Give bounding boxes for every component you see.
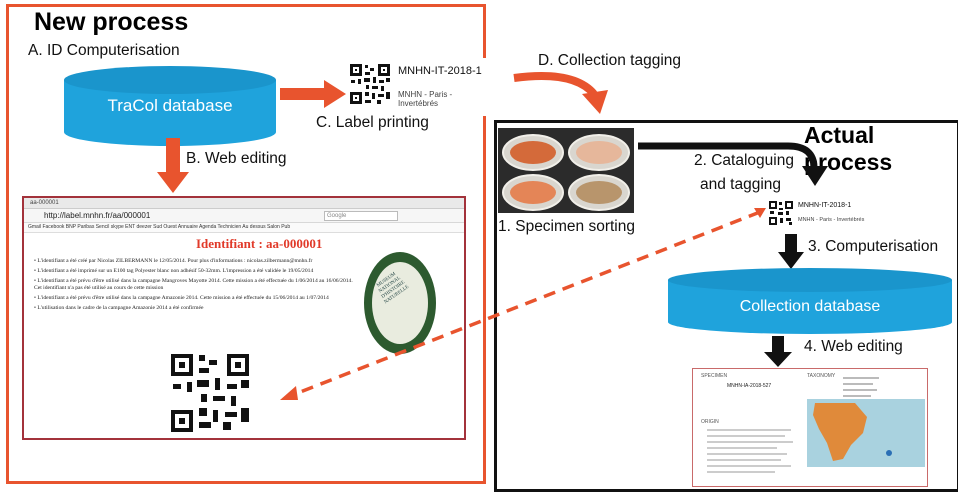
location-map[interactable] bbox=[807, 399, 925, 467]
history-item: • L'identifiant a été prévu d'être utili… bbox=[34, 278, 353, 291]
identifiant-heading: Identifiant : aa-000001 bbox=[196, 236, 323, 251]
history-item: • L'identifiant a été imprimé sur un E10… bbox=[34, 268, 314, 274]
web-page-screenshot: aa-000001 http://label.mnhn.fr/aa/000001… bbox=[22, 196, 466, 440]
step-4-label: 4. Web editing bbox=[804, 338, 903, 355]
step-b-label: B. Web editing bbox=[186, 150, 287, 167]
tracol-database-label: TraCol database bbox=[107, 96, 233, 115]
browser-url[interactable]: http://label.mnhn.fr/aa/000001 bbox=[44, 211, 151, 220]
origin-header: ORIGIN bbox=[701, 419, 719, 425]
history-item: • L'identifiant a été créé par Nicolas Z… bbox=[34, 258, 313, 264]
step-c-label: C. Label printing bbox=[316, 114, 429, 131]
history-item: • L'identifiant a été prévu d'être utili… bbox=[34, 295, 329, 301]
history-item: • L'utilisation dans le cadre de la camp… bbox=[34, 305, 204, 311]
browser-search-box[interactable]: Google bbox=[324, 211, 398, 221]
small-printed-label: MNHN-IT-2018-1 MNHN - Paris - Invertébré… bbox=[766, 196, 872, 232]
qr-code-icon bbox=[348, 62, 392, 106]
arrow-cataloguing bbox=[638, 142, 828, 186]
small-qr-code-icon bbox=[768, 200, 794, 226]
new-process-frame bbox=[6, 4, 486, 484]
arrow-computerisation bbox=[778, 234, 804, 269]
browser-url-bar[interactable]: http://label.mnhn.fr/aa/000001 Google bbox=[24, 209, 464, 223]
arrow-collection-tagging bbox=[513, 72, 608, 114]
identifier-history-list: • L'identifiant a été créé par Nicolas Z… bbox=[34, 258, 354, 315]
dashed-link-arrow bbox=[280, 208, 766, 400]
new-process-title: New process bbox=[34, 8, 189, 36]
small-label-id-text: MNHN-IT-2018-1 bbox=[798, 202, 852, 209]
actual-process-title: Actual process bbox=[804, 122, 893, 175]
catalog-id: MNHN-IA-2018-527 bbox=[727, 383, 772, 389]
specimen-header: SPECIMEN bbox=[701, 373, 728, 379]
collection-database-label: Collection database bbox=[739, 298, 881, 315]
step-2-label-line2: and tagging bbox=[700, 176, 782, 193]
tracol-database-cylinder bbox=[64, 66, 276, 146]
page-qr-code-icon bbox=[169, 352, 251, 434]
taxonomy-header: TAXONOMY bbox=[807, 373, 836, 379]
step-1-label: 1. Specimen sorting bbox=[498, 218, 635, 235]
label-sub-text: MNHN - Paris - Invertébrés bbox=[398, 90, 453, 108]
museum-seal-logo: MUSEUM NATIONAL D'HISTOIRE NATURELLE bbox=[364, 252, 436, 354]
printed-label: MNHN-IT-2018-1 MNHN - Paris - Invertébré… bbox=[348, 58, 490, 116]
browser-tab[interactable]: aa-000001 bbox=[24, 198, 464, 209]
step-a-label: A. ID Computerisation bbox=[28, 42, 180, 59]
arrow-web-editing bbox=[764, 336, 792, 367]
step-3-label: 3. Computerisation bbox=[808, 238, 939, 255]
specimen-record-screenshot: SPECIMEN TAXONOMY MNHN-IA-2018-527 ORIGI… bbox=[692, 368, 928, 487]
africa-map-shape bbox=[813, 403, 892, 461]
step-2-label-line1: 2. Cataloguing bbox=[694, 152, 794, 169]
browser-bookmarks-bar[interactable]: Gmail Facebook BNP Paribas Sencil skype … bbox=[24, 223, 464, 233]
arrow-to-label-printing bbox=[280, 80, 346, 108]
arrow-to-web-editing bbox=[157, 138, 189, 193]
label-id-text: MNHN-IT-2018-1 bbox=[398, 65, 482, 77]
collection-database-cylinder bbox=[668, 268, 952, 334]
small-label-sub-text: MNHN - Paris - Invertébrés bbox=[798, 217, 865, 223]
specimen-sorting-photo bbox=[498, 128, 634, 213]
step-d-label: D. Collection tagging bbox=[538, 52, 682, 69]
